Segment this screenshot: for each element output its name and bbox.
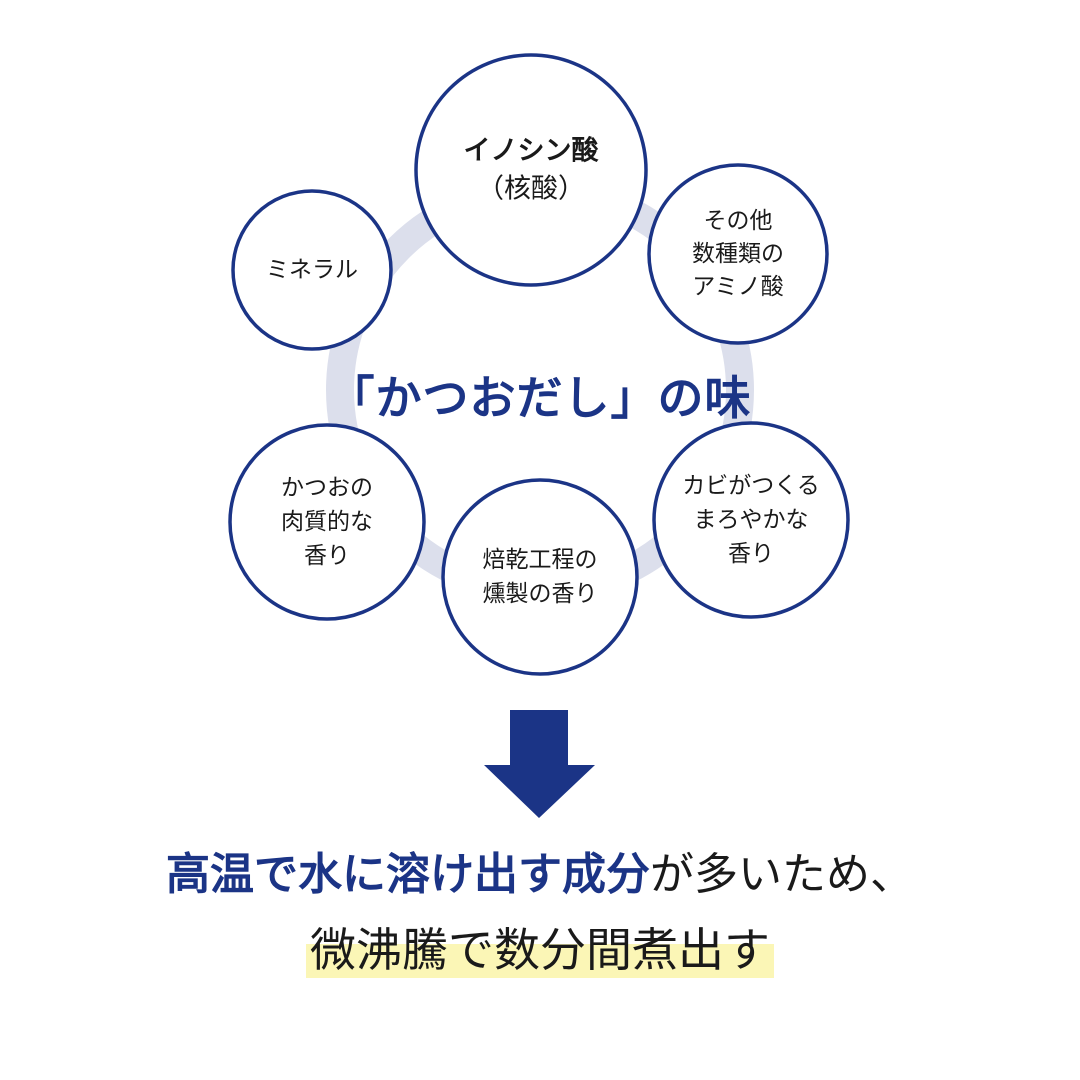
node-circle-amino: [647, 163, 829, 345]
conclusion-line-2: 微沸騰で数分間煮出す: [0, 920, 1080, 980]
node-label-mold-0: カビがつくる: [682, 473, 820, 499]
node-circle-smoke: [441, 478, 639, 676]
node-label-amino-1: 数種類の: [692, 241, 784, 267]
node-label-mold-1: まろやかな: [694, 507, 809, 533]
node-label-meat-2: 香り: [304, 543, 350, 569]
node-label-inosine-0: イノシン酸: [464, 136, 600, 167]
node-mineral: ミネラル: [231, 189, 393, 351]
conclusion-line-1: 高温で水に溶け出す成分が多いため、: [0, 845, 1080, 905]
node-label-amino-0: その他: [704, 208, 773, 234]
highlighted-conclusion: 微沸騰で数分間煮出す: [306, 920, 774, 980]
node-label-meat-0: かつおの: [281, 475, 373, 501]
node-label-inosine-1: （核酸）: [477, 174, 585, 205]
flavor-nodes: イノシン酸（核酸）その他数種類のアミノ酸カビがつくるまろやかな香り焙乾工程の燻製…: [228, 53, 850, 676]
conclusion-emphasis: 高温で水に溶け出す成分: [166, 849, 650, 900]
node-label-meat-1: 肉質的な: [281, 509, 373, 535]
node-circle-mineral: [231, 189, 393, 351]
node-label-smoke-0: 焙乾工程の: [483, 547, 598, 573]
node-label-mineral-0: ミネラル: [266, 257, 358, 283]
down-arrow-icon: [484, 710, 595, 818]
center-title: 「かつおだし」の味: [328, 371, 752, 425]
node-circle-meat: [228, 423, 426, 621]
node-circle-mold: [652, 421, 850, 619]
node-label-amino-2: アミノ酸: [692, 274, 784, 300]
node-label-mold-2: 香り: [728, 541, 774, 567]
node-inosine: イノシン酸 （核酸）: [414, 53, 648, 287]
node-circle-inosine: [414, 53, 648, 287]
node-label-smoke-1: 燻製の香り: [483, 581, 598, 607]
conclusion-rest: が多いため、: [650, 849, 914, 900]
